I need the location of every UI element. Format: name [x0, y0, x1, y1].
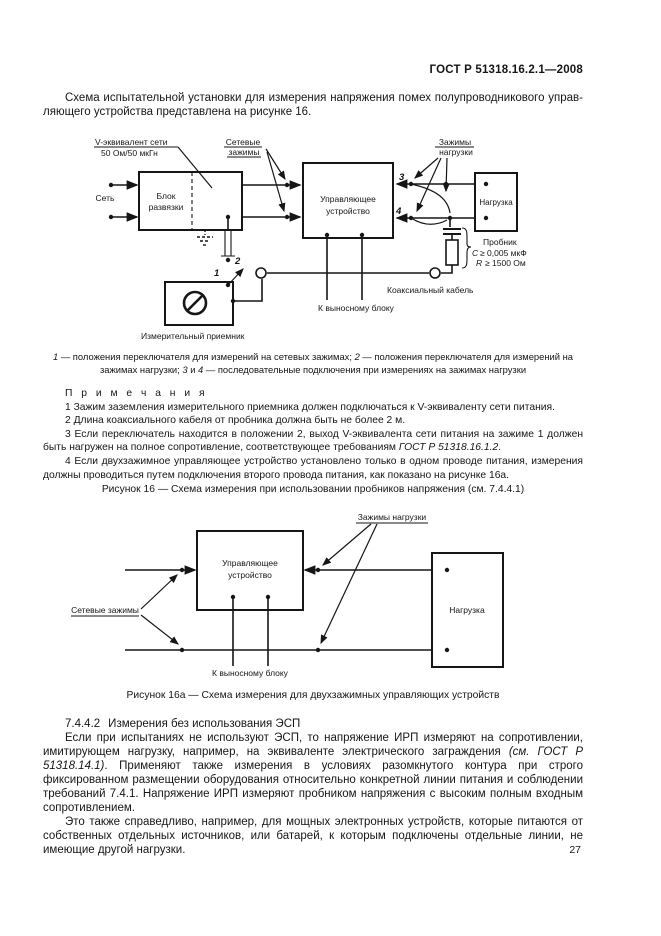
load-terminals-label: Зажимы нагрузки [414, 137, 474, 213]
to-remote-unit-label: К выносному блоку [318, 303, 395, 313]
notes-title: П р и м е ч а н и я [65, 388, 208, 399]
svg-text:Управляющее: Управляющее [222, 558, 278, 568]
measuring-receiver-box: Измерительный приемник [141, 279, 263, 341]
svg-text:Сетевые: Сетевые [226, 137, 261, 147]
figure-16-legend: 1 — положения переключателя для измерени… [53, 351, 573, 375]
note-item-3: 3 Если переключатель находится в положен… [43, 428, 583, 454]
selector-switch: 1 2 [214, 214, 244, 288]
figure-16a-diagram: Зажимы нагрузки Сетевые зажимы Управляющ… [71, 512, 504, 678]
svg-text:50 Ом/50 мкГн: 50 Ом/50 мкГн [101, 148, 158, 158]
notes-block: П р и м е ч а н и я 1 Зажим заземления и… [43, 387, 583, 482]
ground-icon [197, 230, 213, 246]
voltage-probe: Пробник C ≥ 0,005 мкФ R ≥ 1500 Ом [441, 218, 527, 274]
intro-block: Схема испытательной установки для измере… [43, 91, 583, 119]
switch-position-1-label: 1 [214, 268, 219, 279]
svg-text:Пробник: Пробник [483, 237, 517, 247]
svg-text:C: C [472, 248, 479, 258]
control-device-box: Управляющее устройство [302, 162, 394, 239]
svg-text:R: R [476, 258, 482, 268]
page-number: 27 [569, 844, 581, 856]
note-item-2: 2 Длина коаксиального кабеля от пробника… [65, 415, 406, 427]
note-item-1: 1 Зажим заземления измерительного приемн… [65, 401, 555, 413]
figure-16-caption: Рисунок 16 — Схема измерения при использ… [101, 484, 525, 495]
figure-16a-caption: Рисунок 16а — Схема измерения для двухза… [126, 690, 500, 701]
switch-position-2-label: 2 [234, 256, 241, 267]
svg-text:развязки: развязки [149, 202, 184, 212]
figure-16-diagram: V-эквивалент сети 50 Ом/50 мкГн Сетевые … [94, 137, 527, 341]
isolation-box: Блок развязки [138, 171, 243, 231]
coax-connector-left [255, 267, 267, 279]
to-remote-unit-label: К выносному блоку [212, 668, 289, 678]
load-terminals-label: Зажимы нагрузки [320, 512, 428, 645]
measuring-receiver-label: Измерительный приемник [141, 331, 245, 341]
section-paragraph-1: Если при испытаниях не используют ЭСП, т… [43, 732, 583, 814]
svg-text:Зажимы: Зажимы [439, 137, 471, 147]
svg-text:Сетевые зажимы: Сетевые зажимы [71, 605, 139, 615]
terminal-4-label: 4 [395, 206, 402, 217]
v-network-label: V-эквивалент сети 50 Ом/50 мкГн [94, 137, 213, 189]
svg-text:нагрузки: нагрузки [439, 147, 473, 157]
svg-text:Блок: Блок [157, 191, 176, 201]
load-box: Нагрузка [431, 552, 504, 668]
svg-text:Нагрузка: Нагрузка [449, 605, 485, 615]
coax-connector-right [429, 267, 441, 279]
meter-icon [182, 290, 208, 316]
mains-terminals-label: Сетевые зажимы [71, 574, 179, 645]
mains-label: Сеть [96, 193, 115, 203]
svg-text:Управляющее: Управляющее [320, 194, 376, 204]
terminal-3-label: 3 [399, 172, 405, 183]
svg-text:V-эквивалент сети: V-эквивалент сети [95, 137, 168, 147]
document-header: ГОСТ Р 51318.16.2.1—2008 [429, 64, 583, 76]
svg-text:устройство: устройство [228, 570, 272, 580]
note-item-4: 4 Если двухзажимное управляющее устройст… [43, 455, 583, 481]
section-paragraph-2: Это также справедливо, например, для мощ… [43, 816, 583, 856]
mains-terminals-label: Сетевые зажимы [224, 137, 286, 213]
coax-cable-label: Коаксиальный кабель [387, 285, 474, 295]
svg-text:≥ 1500 Ом: ≥ 1500 Ом [485, 258, 526, 268]
svg-text:зажимы: зажимы [228, 147, 259, 157]
svg-text:устройство: устройство [326, 206, 370, 216]
control-device-box: Управляющее устройство [196, 530, 304, 611]
intro-paragraph: Схема испытательной установки для измере… [43, 92, 583, 118]
svg-text:≥ 0,005 мкФ: ≥ 0,005 мкФ [480, 248, 527, 258]
svg-text:Нагрузка: Нагрузка [479, 198, 513, 207]
load-box: Нагрузка [474, 172, 518, 232]
svg-text:Зажимы нагрузки: Зажимы нагрузки [358, 512, 427, 522]
